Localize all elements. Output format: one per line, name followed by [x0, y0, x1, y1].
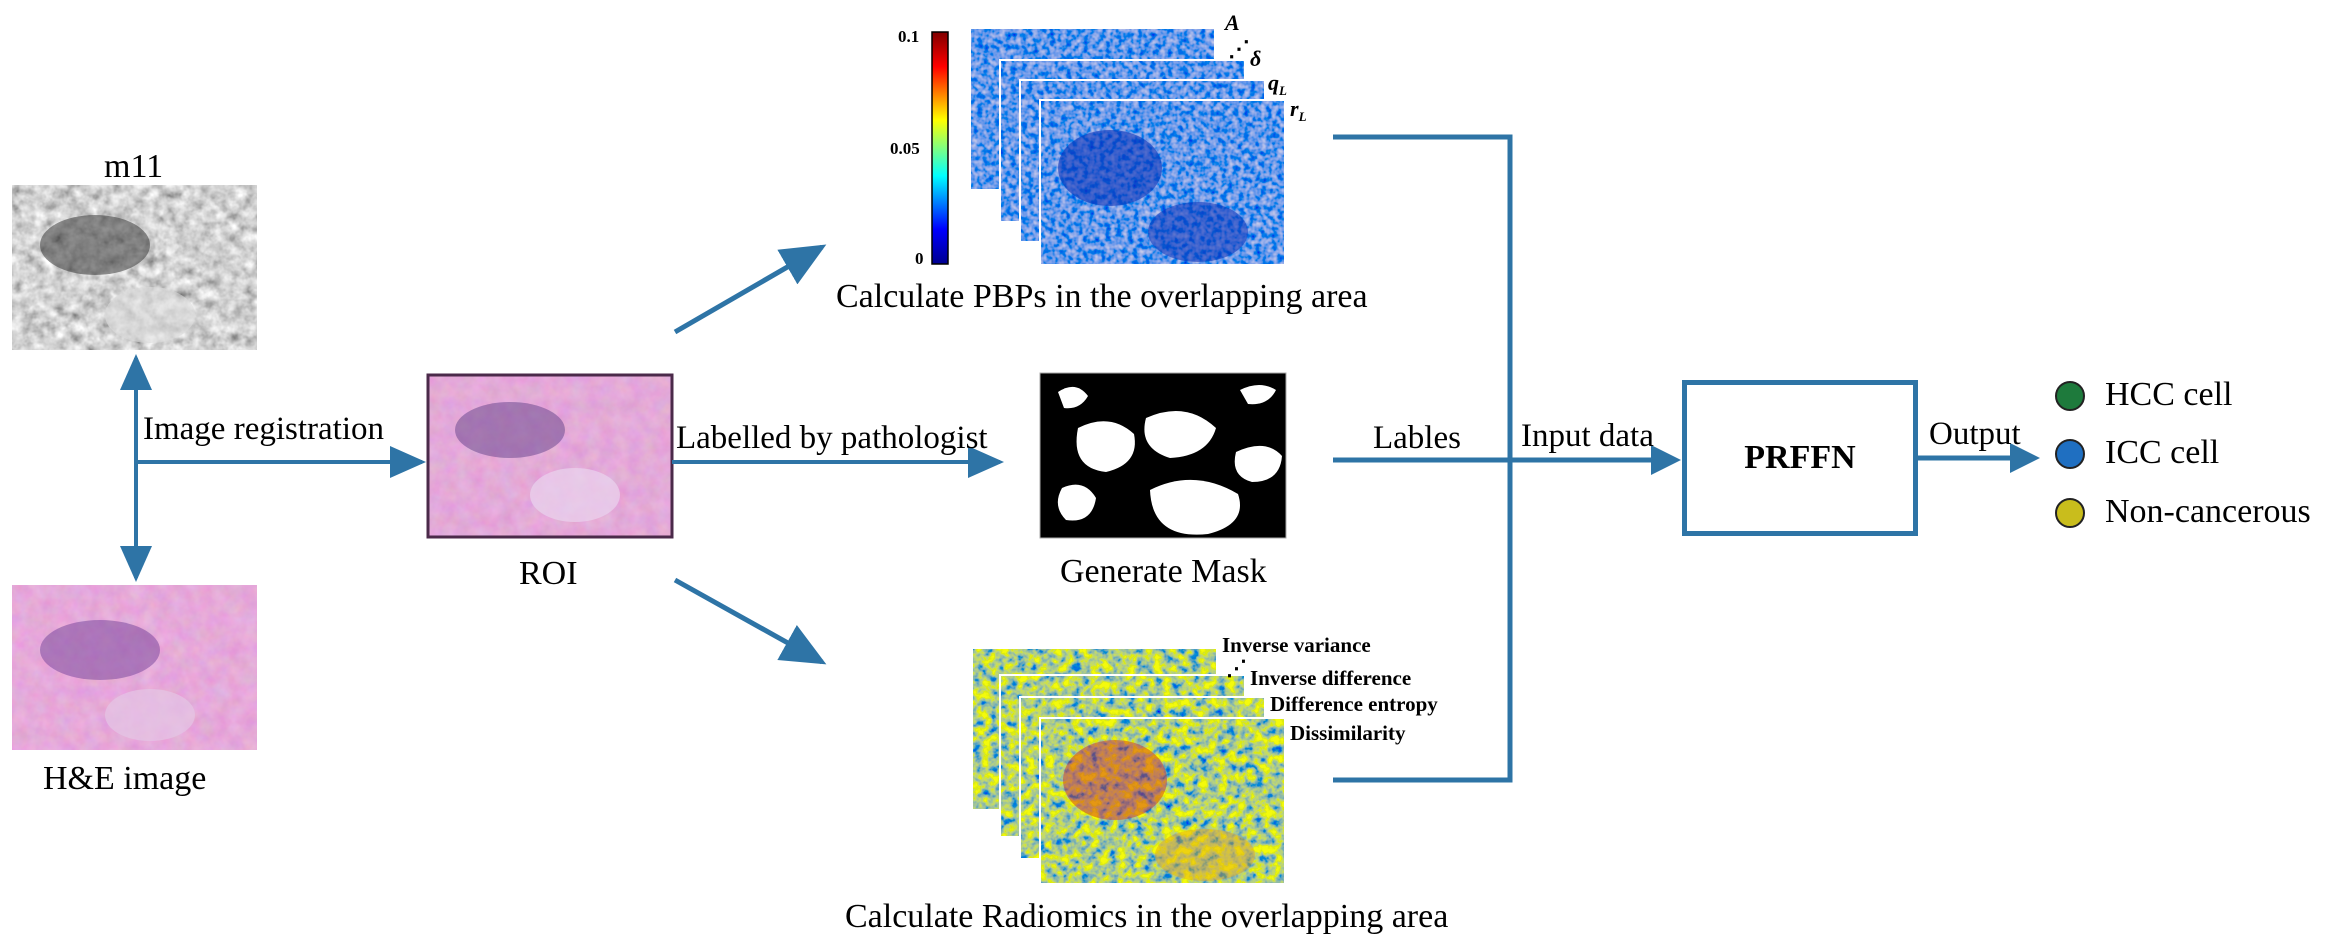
roi-image — [426, 373, 674, 539]
output-label: Output — [1929, 416, 2021, 452]
legend-dot-0 — [2055, 381, 2085, 411]
colorbar-tick-bottom: 0 — [915, 249, 924, 268]
pbp-map-stack — [969, 27, 1286, 266]
pbp-layer-q: qL — [1268, 70, 1287, 98]
feature-difference-entropy: Difference entropy — [1270, 692, 1438, 716]
feature-dissimilarity: Dissimilarity — [1290, 721, 1406, 745]
radiomics-map-stack — [971, 647, 1286, 885]
image-registration-label: Image registration — [143, 411, 384, 447]
pbp-caption: Calculate PBPs in the overlapping area — [836, 278, 1368, 315]
pbp-layer-r: rL — [1290, 96, 1307, 124]
feature-inverse-difference: Inverse difference — [1250, 666, 1412, 690]
he-image-caption: H&E image — [43, 760, 207, 797]
legend-dot-2 — [2055, 498, 2085, 528]
mask-caption: Generate Mask — [1060, 553, 1267, 590]
pbp-colorbar — [931, 31, 949, 265]
radiomics-branch-arrow — [673, 577, 827, 665]
colorbar-tick-top: 0.1 — [898, 27, 920, 46]
pbp-layer-delta: δ — [1250, 46, 1262, 71]
m11-caption: m11 — [104, 148, 164, 185]
input-data-label: Input data — [1521, 418, 1654, 454]
lables-label: Lables — [1373, 420, 1461, 456]
labelled-by-pathologist-label: Labelled by pathologist — [676, 420, 988, 456]
pbp-branch-arrow — [673, 244, 827, 335]
pbp-ellipsis: ⋰ — [1228, 36, 1250, 61]
mask-image — [1039, 372, 1287, 539]
roi-caption: ROI — [519, 555, 578, 592]
pbp-layer-a: A — [1225, 10, 1240, 35]
colorbar-tick-mid: 0.05 — [890, 139, 920, 158]
m11-image — [12, 185, 257, 350]
legend-label-0: HCC cell — [2105, 376, 2233, 413]
legend-dot-1 — [2055, 439, 2085, 469]
radiomics-caption: Calculate Radiomics in the overlapping a… — [845, 898, 1449, 935]
prffn-model-box: PRFFN — [1682, 380, 1918, 536]
legend-label-1: ICC cell — [2105, 434, 2220, 471]
feature-ellipsis: ⋰ — [1226, 656, 1247, 680]
he-image — [12, 585, 257, 750]
legend-label-2: Non-cancerous — [2105, 493, 2311, 530]
prffn-label: PRFFN — [1744, 439, 1856, 476]
feature-inverse-variance: Inverse variance — [1222, 633, 1371, 657]
